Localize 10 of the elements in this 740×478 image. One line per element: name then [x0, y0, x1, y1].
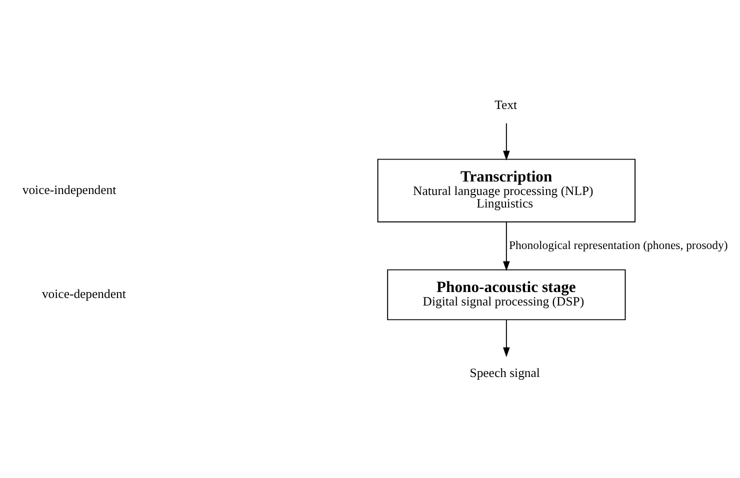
arrow	[503, 220, 510, 270]
edge-label: Phonological representation (phones, prosody)	[509, 238, 728, 252]
node-text: Text	[494, 97, 518, 112]
node-box: Transcription Natural language processing (NLP) Linguistics	[377, 158, 636, 222]
label: voice-independent	[22, 182, 116, 196]
arrow	[503, 319, 510, 357]
node-text: Speech signal	[470, 365, 540, 380]
label: voice-dependent	[42, 286, 126, 301]
arrow	[503, 122, 510, 160]
node-box: Phono-acoustic stage Digital signal processing (DSP)	[387, 268, 626, 320]
